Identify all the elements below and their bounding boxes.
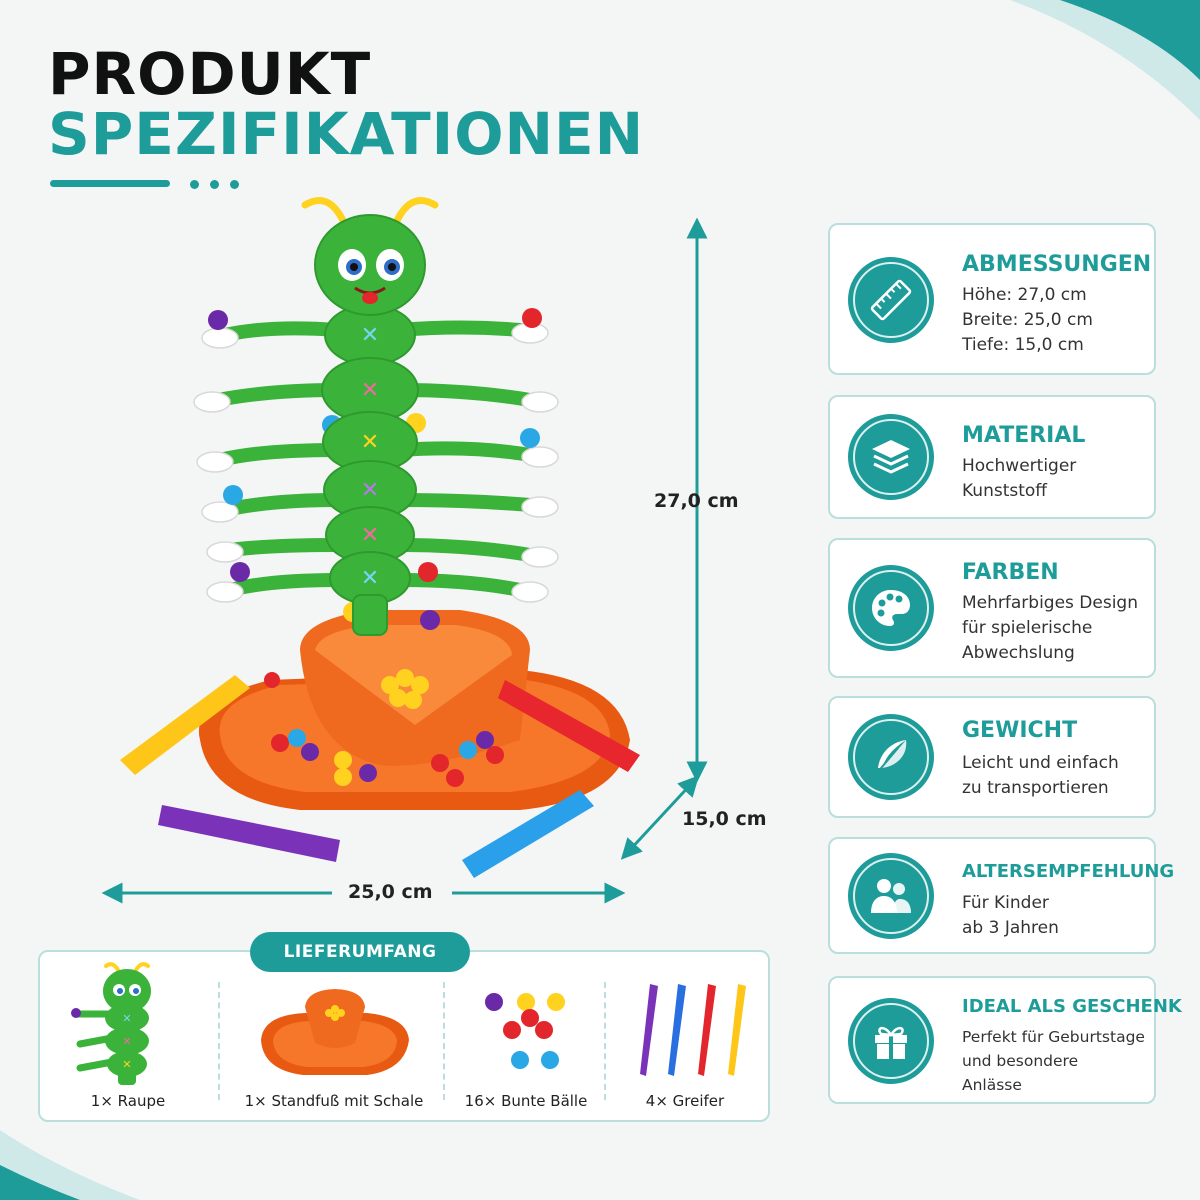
title-underline — [50, 180, 170, 187]
spec-heading: ABMESSUNGEN — [962, 252, 1152, 277]
spec-body: Leicht und einfach zu transportieren — [962, 753, 1119, 798]
svg-text:✕: ✕ — [361, 523, 379, 548]
lieferumfang-item-label: 16× Bunte Bälle — [464, 1092, 588, 1110]
divider — [218, 982, 220, 1100]
spec-body: Höhe: 27,0 cm Breite: 25,0 cm Tiefe: 15,… — [962, 285, 1093, 355]
item-balls-image — [485, 993, 565, 1069]
title-line-1: PRODUKT — [48, 40, 372, 108]
spec-card-material: MATERIAL Hochwertiger Kunststoff — [828, 395, 1156, 519]
svg-text:✕: ✕ — [122, 1035, 131, 1048]
lieferumfang-item-label: 1× Standfuß mit Schale — [244, 1092, 424, 1110]
item-caterpillar-image: ✕ ✕ ✕ — [71, 962, 151, 1085]
depth-dimension-label: 15,0 cm — [682, 808, 767, 830]
divider — [604, 982, 606, 1100]
body-markings: ✕ ✕ ✕ ✕ ✕ ✕ — [361, 323, 379, 591]
height-dimension-label: 27,0 cm — [654, 490, 739, 512]
divider — [443, 982, 445, 1100]
item-tweezers-image — [640, 984, 746, 1076]
palette-icon — [848, 565, 934, 651]
svg-text:✕: ✕ — [122, 1058, 131, 1071]
lieferumfang-title: LIEFERUMFANG — [250, 932, 470, 972]
title-dot — [210, 180, 219, 189]
svg-text:✕: ✕ — [361, 478, 379, 503]
svg-text:✕: ✕ — [361, 430, 379, 455]
spec-heading: FARBEN — [962, 560, 1059, 585]
feather-icon — [848, 714, 934, 800]
spec-card-geschenk: IDEAL ALS GESCHENK Perfekt für Geburtsta… — [828, 976, 1182, 1104]
spec-card-farben: FARBEN Mehrfarbiges Design für spieleris… — [828, 538, 1156, 678]
layers-icon — [848, 414, 934, 500]
spec-body: Hochwertiger Kunststoff — [962, 456, 1077, 501]
svg-text:✕: ✕ — [361, 566, 379, 591]
spec-body: Perfekt für Geburtstage und besondere An… — [962, 1028, 1145, 1094]
caterpillar-body — [321, 304, 419, 636]
item-base-image — [261, 989, 409, 1075]
caterpillar-head — [301, 197, 439, 316]
gift-icon — [848, 998, 934, 1084]
title-dot — [190, 180, 199, 189]
balls-on-base — [264, 669, 504, 787]
svg-text:✕: ✕ — [122, 1012, 131, 1025]
spec-card-abmessungen: ABMESSUNGEN Höhe: 27,0 cm Breite: 25,0 c… — [828, 223, 1156, 375]
title-line-2: SPEZIFIKATIONEN — [48, 100, 645, 168]
width-dimension-label: 25,0 cm — [348, 881, 433, 903]
title-dot — [230, 180, 239, 189]
spec-body: Mehrfarbiges Design für spielerische Abw… — [962, 593, 1139, 663]
spec-card-gewicht: GEWICHT Leicht und einfach zu transporti… — [828, 696, 1156, 818]
spec-heading: IDEAL ALS GESCHENK — [962, 996, 1182, 1017]
svg-text:✕: ✕ — [361, 323, 379, 348]
ruler-icon — [848, 257, 934, 343]
dimension-arrows — [101, 217, 708, 904]
caterpillar-hands — [193, 322, 559, 603]
spec-card-altersempfehlung: ALTERSEMPFEHLUNG Für Kinder ab 3 Jahren — [828, 837, 1174, 954]
product-illustration: ✕ ✕ ✕ ✕ ✕ ✕ — [120, 197, 640, 878]
tweezers — [120, 675, 640, 878]
spec-heading: GEWICHT — [962, 718, 1078, 743]
spec-heading: ALTERSEMPFEHLUNG — [962, 861, 1175, 882]
lieferumfang-item-label: 4× Greifer — [645, 1092, 725, 1110]
svg-text:✕: ✕ — [361, 378, 379, 403]
spec-heading: MATERIAL — [962, 423, 1086, 448]
people-icon — [848, 853, 934, 939]
spec-body: Für Kinder ab 3 Jahren — [962, 893, 1059, 938]
lieferumfang-item-label: 1× Raupe — [90, 1092, 166, 1110]
base-platform — [198, 610, 630, 810]
